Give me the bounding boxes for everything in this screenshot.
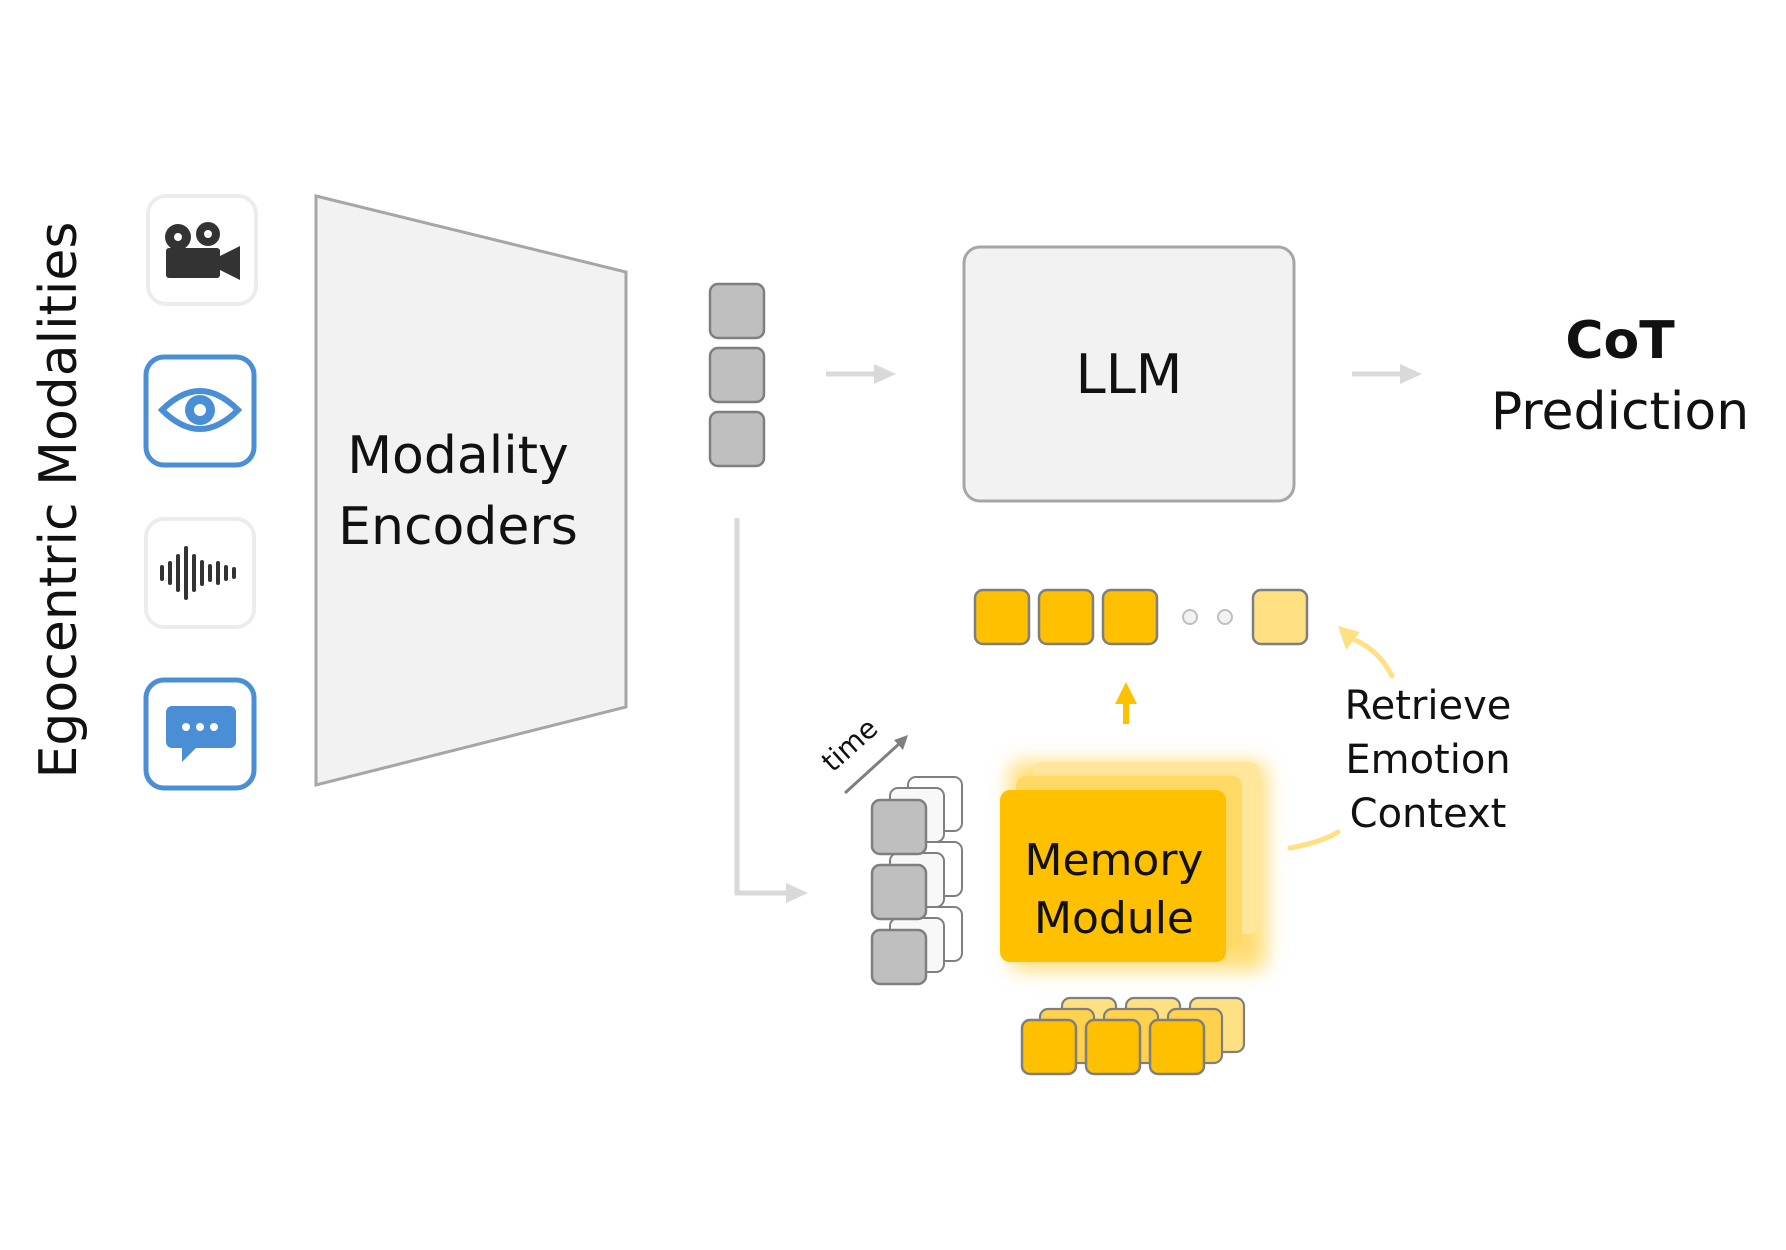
encoder-label-line2: Encoders (338, 497, 578, 557)
arrow-to-llm (826, 364, 896, 384)
video-camera-icon (165, 222, 240, 280)
output-subtitle: Prediction (1491, 382, 1749, 442)
modality-encoder-block (314, 194, 628, 787)
retrieve-arrow (1287, 635, 1395, 851)
chat-bubble-icon (166, 706, 236, 762)
memory-label-line1: Memory (1025, 835, 1204, 886)
modality-eye (143, 354, 257, 468)
output-title: CoT (1565, 311, 1675, 371)
time-arrow (843, 735, 908, 795)
retrieved-tokens (973, 588, 1309, 646)
memory-module (1000, 762, 1266, 970)
token (1101, 588, 1159, 646)
memory-label-line2: Module (1034, 893, 1194, 944)
encoded-tokens (708, 282, 766, 468)
token (708, 410, 766, 468)
arrow-to-memory (734, 518, 808, 903)
audio-waveform-icon (160, 546, 236, 600)
encoder-label-line1: Modality (347, 426, 569, 486)
llm-label: LLM (1076, 343, 1183, 406)
token (973, 588, 1031, 646)
ellipsis-dot (1217, 609, 1233, 625)
eye-icon (157, 388, 243, 432)
side-label: Egocentric Modalities (29, 222, 89, 779)
memory-slots (1020, 996, 1246, 1076)
modality-text (143, 677, 257, 791)
modality-audio (144, 517, 256, 629)
retrieve-label-line2: Emotion (1345, 737, 1510, 783)
modality-video (146, 194, 258, 306)
token (1037, 588, 1095, 646)
token (708, 282, 766, 340)
arrow-memory-up (1115, 682, 1137, 724)
token-history-stack (870, 776, 963, 986)
arrow-to-output (1352, 364, 1422, 384)
token (1251, 588, 1309, 646)
llm-block (962, 245, 1296, 503)
retrieve-label-line1: Retrieve (1345, 683, 1512, 729)
ellipsis-dot (1182, 609, 1198, 625)
token (708, 346, 766, 404)
retrieve-label-line3: Context (1350, 791, 1507, 837)
